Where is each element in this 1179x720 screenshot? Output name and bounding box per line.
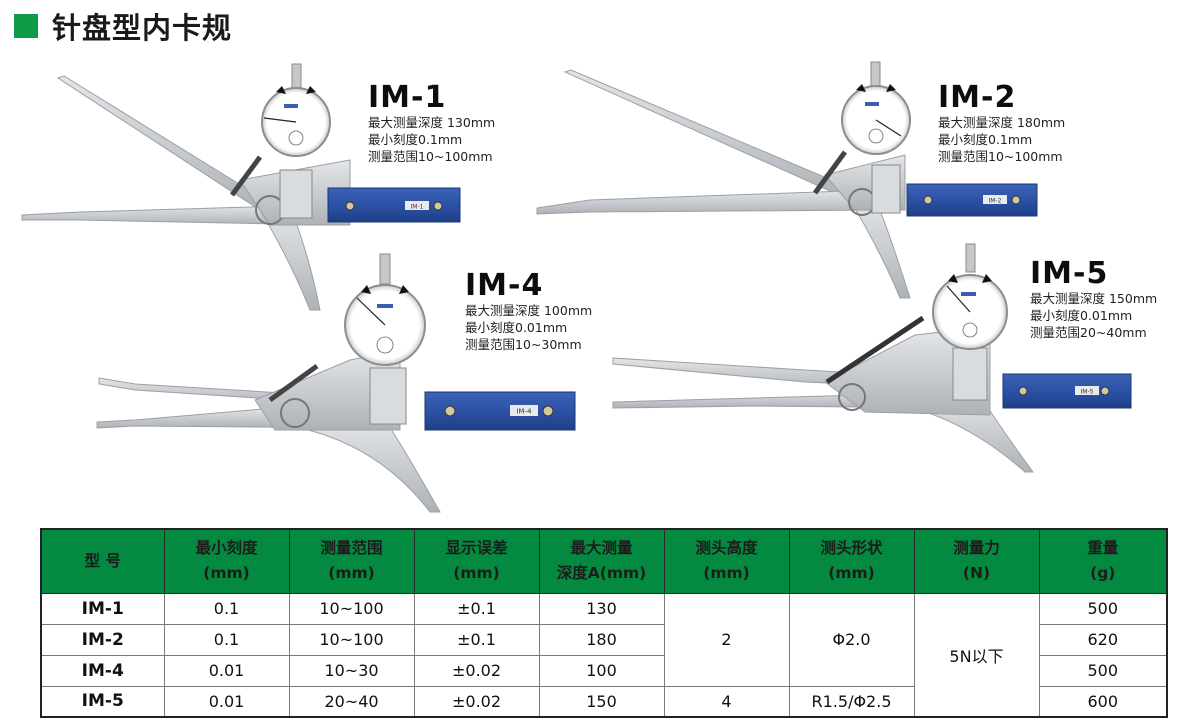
column-header-weight: 重量(g)	[1038, 528, 1168, 594]
cell-weight: 500	[1038, 592, 1168, 625]
column-header-max-depth: 最大测量深度A(mm)	[538, 528, 665, 594]
handle-label: IM-4	[516, 408, 532, 416]
cell-probe-shape: R1.5/Φ2.5	[788, 685, 915, 718]
cell-error: ±0.1	[413, 592, 540, 625]
model-name: IM-5	[1030, 256, 1109, 291]
green-square-bullet-icon	[14, 14, 38, 38]
cell-probe-height: 4	[663, 685, 790, 718]
product-im-5: IM-5 IM-5 最大测量深度 150mm 最小刻度0.01mm 测量范围20…	[605, 240, 1179, 480]
table-row: IM-5 0.01 20~40 ±0.02 150 4 R1.5/Φ2.5 60…	[40, 685, 1168, 718]
spec-min-scale: 最小刻度0.1mm	[938, 132, 1033, 147]
inside-caliper-gauge-image: IM-4	[96, 253, 576, 513]
inside-caliper-gauge-image: IM-1	[21, 63, 461, 311]
cell-range: 10~100	[288, 592, 415, 625]
cell-weight: 500	[1038, 654, 1168, 687]
column-header-range: 测量范围(mm)	[288, 528, 415, 594]
cell-range: 10~100	[288, 623, 415, 656]
cell-max-depth: 100	[538, 654, 665, 687]
cell-model: IM-1	[40, 592, 165, 625]
model-name: IM-1	[368, 80, 447, 115]
spec-block: IM-5 最大测量深度 150mm 最小刻度0.01mm 测量范围20~40mm	[1030, 258, 1157, 341]
cell-max-depth: 130	[538, 592, 665, 625]
handle-label: IM-1	[411, 204, 424, 211]
cell-range: 10~30	[288, 654, 415, 687]
product-im-2: IM-2 IM-2 最大测量深度 180mm 最小刻度0.1mm 测量范围10~…	[535, 60, 1095, 310]
spec-range: 测量范围20~40mm	[1030, 325, 1147, 340]
table-row: IM-1 0.1 10~100 ±0.1 130 2 Φ2.0 5N以下 500	[40, 592, 1168, 718]
spec-table: 型 号 最小刻度(mm) 测量范围(mm) 显示误差(mm) 最大测量深度A(m…	[40, 528, 1168, 718]
cell-min-scale: 0.01	[163, 685, 290, 718]
cell-error: ±0.02	[413, 685, 540, 718]
spec-range: 测量范围10~100mm	[368, 149, 493, 164]
cell-probe-height: 2	[663, 592, 790, 687]
product-im-1: IM-1 IM-1 最大测量深度 130mm 最小刻度0.1mm 测量范围10~…	[20, 60, 495, 320]
spec-min-scale: 最小刻度0.1mm	[368, 132, 463, 147]
spec-block: IM-1 最大测量深度 130mm 最小刻度0.1mm 测量范围10~100mm	[368, 82, 495, 165]
spec-max-depth: 最大测量深度 130mm	[368, 115, 496, 130]
table-header-row: 型 号 最小刻度(mm) 测量范围(mm) 显示误差(mm) 最大测量深度A(m…	[40, 528, 1168, 594]
cell-probe-shape: Φ2.0	[788, 592, 915, 687]
cell-weight: 620	[1038, 623, 1168, 656]
cell-max-depth: 150	[538, 685, 665, 718]
column-header-force: 测量力(N)	[913, 528, 1040, 594]
cell-error: ±0.1	[413, 623, 540, 656]
column-header-probe-height: 测头高度(mm)	[663, 528, 790, 594]
inside-caliper-gauge-image: IM-2	[536, 61, 1038, 299]
spec-block: IM-4 最大测量深度 100mm 最小刻度0.01mm 测量范围10~30mm	[465, 270, 592, 353]
cell-weight: 600	[1038, 685, 1168, 718]
cell-model: IM-2	[40, 623, 165, 656]
handle-label: IM-5	[1081, 389, 1094, 396]
cell-min-scale: 0.01	[163, 654, 290, 687]
column-header-probe-shape: 测头形状(mm)	[788, 528, 915, 594]
spec-min-scale: 最小刻度0.01mm	[1030, 308, 1133, 323]
spec-max-depth: 最大测量深度 180mm	[938, 115, 1066, 130]
spec-range: 测量范围10~100mm	[938, 149, 1063, 164]
spec-max-depth: 最大测量深度 150mm	[1030, 291, 1158, 306]
cell-min-scale: 0.1	[163, 592, 290, 625]
cell-min-scale: 0.1	[163, 623, 290, 656]
model-name: IM-2	[938, 80, 1017, 115]
spec-block: IM-2 最大测量深度 180mm 最小刻度0.1mm 测量范围10~100mm	[938, 82, 1065, 165]
model-name: IM-4	[465, 268, 544, 303]
product-im-4: IM-4 IM-4 最大测量深度 100mm 最小刻度0.01mm 测量范围10…	[95, 250, 615, 525]
cell-range: 20~40	[288, 685, 415, 718]
cell-force: 5N以下	[913, 592, 1040, 718]
column-header-model: 型 号	[40, 528, 165, 594]
page-title: 针盘型内卡规	[52, 11, 233, 45]
spec-range: 测量范围10~30mm	[465, 337, 582, 352]
column-header-min-scale: 最小刻度(mm)	[163, 528, 290, 594]
cell-model: IM-5	[40, 685, 165, 718]
page-header: 针盘型内卡规	[14, 6, 232, 46]
cell-max-depth: 180	[538, 623, 665, 656]
cell-error: ±0.02	[413, 654, 540, 687]
spec-min-scale: 最小刻度0.01mm	[465, 320, 568, 335]
cell-model: IM-4	[40, 654, 165, 687]
column-header-error: 显示误差(mm)	[413, 528, 540, 594]
inside-caliper-gauge-image: IM-5	[612, 243, 1132, 473]
spec-max-depth: 最大测量深度 100mm	[465, 303, 593, 318]
handle-label: IM-2	[989, 198, 1002, 205]
